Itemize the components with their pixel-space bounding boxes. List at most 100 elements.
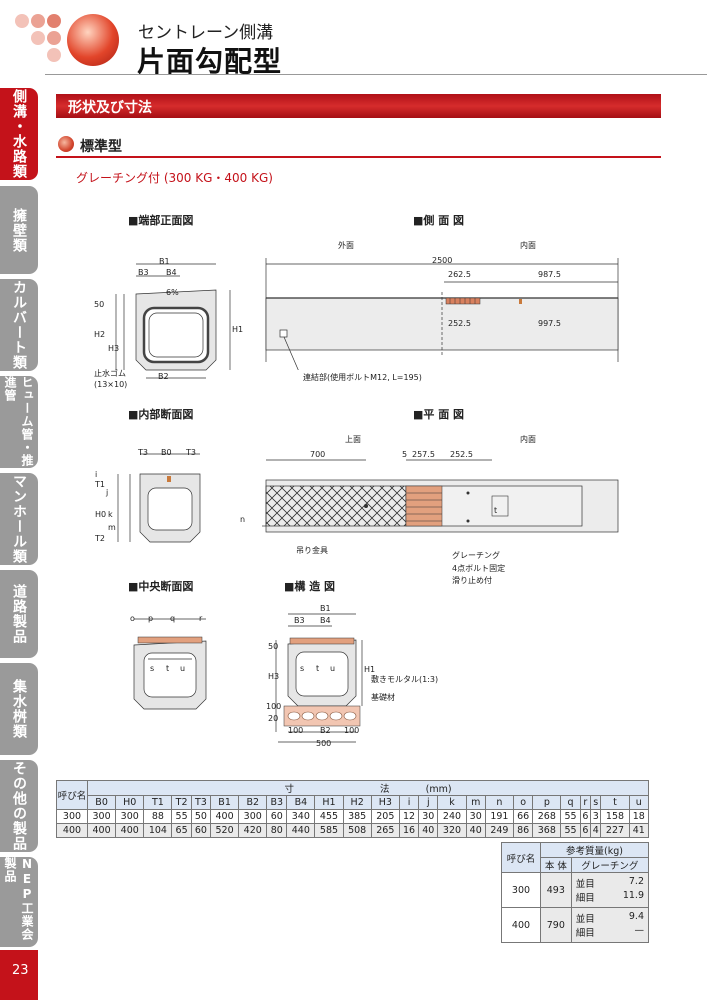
struct-total: 500 [316,739,332,748]
wt-fine-label: 細目 [575,928,595,939]
page-title: 片面勾配型 [137,45,283,78]
struct-b2: B2 [320,726,331,735]
dim-cell: 88 [143,809,173,824]
struct-d100c: 100 [344,726,360,735]
inner-section-title: ■内部断面図 [128,408,194,421]
plan-d2575: 257.5 [412,450,435,459]
wt-ref-header: 参考質量(kg) [540,842,649,858]
structure-drawing [275,613,363,743]
sidebar-tab-gutters[interactable]: 側溝・水路類 [0,88,38,180]
dim-column-header: B4 [286,795,316,810]
plan-title: ■平 面 図 [413,408,465,421]
dim-column-header: m [465,795,486,810]
sidebar-tab-culverts[interactable]: カルバート類 [0,279,38,371]
inner-t3b: T3 [186,448,196,457]
struct-h1: H1 [364,665,376,674]
dim-cell: 4 [590,823,602,838]
sidebar-tab-hume-pipes[interactable]: ヒューム管・推進管 [0,376,38,468]
grating-caption: グレーチング付 (300 KG・400 KG) [76,171,273,185]
dim-column-header: T2 [171,795,192,810]
wt-row-body: 790 [540,907,572,943]
dim-cell: 400 [86,823,117,838]
dim-header-char2: 法 [380,784,390,795]
sidebar-tab-manholes[interactable]: マンホール類 [0,473,38,565]
dim-cell: 368 [532,823,562,838]
dim-column-header: B3 [266,795,288,810]
wt-row-body: 493 [540,872,572,908]
dim-column-header: u [628,795,650,810]
dim-column-header: k [437,795,467,810]
wt-row-name: 300 [501,872,541,908]
side-d2: 987.5 [538,270,561,279]
struct-d20: 20 [268,714,279,723]
struct-d50: 50 [268,642,279,651]
dim-cell: 520 [209,823,240,838]
plan-t: t [494,506,498,515]
plan-d5: 5 [402,450,408,459]
dim-column-header: H2 [342,795,372,810]
struct-b1: B1 [320,604,331,613]
dim-column-header: p [532,795,562,810]
dim-cell: 585 [314,823,344,838]
dim-column-header: r [579,795,592,810]
dim-cell: 158 [600,809,630,824]
wt-fine-label: 細目 [575,893,595,904]
sidebar-tab-road-products[interactable]: 道路製品 [0,570,38,658]
sidebar-tab-catch-basins[interactable]: 集水桝類 [0,663,38,755]
dim-cell: 55 [560,823,581,838]
sidebar-tab-nep-products[interactable]: NEP工業会製品 [0,857,38,947]
dim-b1: B1 [159,257,170,266]
dim-column-header: B2 [238,795,268,810]
side-d3: 252.5 [448,319,471,328]
dim-cell: 40 [465,823,486,838]
struct-b4: B4 [320,616,331,625]
dim-50: 50 [94,300,105,309]
inner-t1: T1 [95,480,105,489]
dim-cell: 400 [209,809,240,824]
plan-hook-label: 吊り金具 [296,546,328,555]
dim-cell: 80 [266,823,288,838]
inner-b0: B0 [161,448,172,457]
dim-cell: 60 [266,809,288,824]
inner-section-drawing [117,453,201,543]
page-number-strip [0,950,38,1000]
plan-d2525: 252.5 [450,450,473,459]
dim-column-header: n [484,795,515,810]
dim-cell: 18 [628,809,650,824]
dim-b2: B2 [158,372,169,381]
dim-cell: 340 [286,809,316,824]
center-t: t [166,664,170,673]
end-front-title: ■端部正面図 [128,214,194,227]
wt-coarse: 9.4 [628,911,644,922]
struct-h3: H3 [268,672,280,681]
sidebar-tab-other-products[interactable]: その他の製品 [0,760,38,852]
inner-j: j [106,488,109,497]
side-d4: 997.5 [538,319,561,328]
dim-cell: 6 [579,823,592,838]
rubber-size: (13×10) [94,380,128,389]
dim-cell: 86 [512,823,534,838]
end-front-drawing [115,263,231,379]
dim-cell: 40 [418,823,439,838]
dim-cell: 300 [238,809,268,824]
slope-label: 6% [166,288,179,297]
dim-cell: 50 [190,809,212,824]
dim-cell: 400 [115,823,145,838]
rubber-label: 止水ゴム [94,369,126,378]
dim-cell: 104 [143,823,173,838]
header-rule [45,74,707,75]
wt-coarse-label: 並目 [575,914,595,925]
dim-cell: 440 [286,823,316,838]
dim-b3: B3 [138,268,149,277]
struct-t: t [316,664,320,673]
dim-header: 寸 法 (mm) [87,780,649,796]
center-u: u [180,664,186,673]
dim-cell: 385 [342,809,372,824]
sidebar-tab-retaining-walls[interactable]: 擁壁類 [0,186,38,274]
dim-h1: H1 [232,325,244,334]
section-bar: 形状及び寸法 [56,94,661,118]
